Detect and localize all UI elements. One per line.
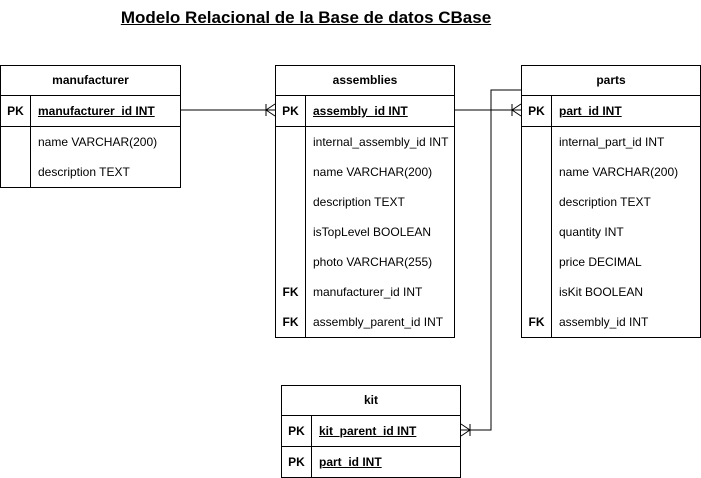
key-label: FK <box>276 277 306 307</box>
key-label: PK <box>1 96 31 126</box>
key-label <box>522 217 552 247</box>
field-row[interactable]: internal_assembly_id INT <box>276 127 454 157</box>
key-label <box>1 157 31 187</box>
field-row[interactable]: description TEXT <box>522 187 700 217</box>
table-assemblies[interactable]: assemblies PK assembly_id INT internal_a… <box>275 65 455 338</box>
crowfoot-kit <box>460 423 471 437</box>
field-row[interactable]: FK assembly_parent_id INT <box>276 307 454 337</box>
field-row[interactable]: description TEXT <box>276 187 454 217</box>
field-row[interactable]: description TEXT <box>1 157 180 187</box>
pk-row[interactable]: PK part_id INT <box>522 96 700 127</box>
pk-row[interactable]: PK part_id INT <box>282 447 460 477</box>
key-label <box>276 127 306 157</box>
key-label: PK <box>522 96 552 126</box>
field-name: quantity INT <box>559 225 624 239</box>
crowfoot-parts <box>511 103 522 117</box>
table-name: parts <box>522 66 700 96</box>
field-name: description TEXT <box>313 195 405 209</box>
field-row[interactable]: name VARCHAR(200) <box>276 157 454 187</box>
field-row[interactable]: photo VARCHAR(255) <box>276 247 454 277</box>
field-name: assembly_id INT <box>313 104 408 118</box>
field-name: kit_parent_id INT <box>319 424 417 438</box>
table-name: assemblies <box>276 66 454 96</box>
field-name: assembly_parent_id INT <box>313 315 444 329</box>
key-label <box>276 217 306 247</box>
table-parts[interactable]: parts PK part_id INT internal_part_id IN… <box>521 65 701 338</box>
field-row[interactable]: name VARCHAR(200) <box>522 157 700 187</box>
key-label <box>522 247 552 277</box>
diagram-title: Modelo Relacional de la Base de datos CB… <box>120 8 492 27</box>
field-row[interactable]: quantity INT <box>522 217 700 247</box>
key-label: PK <box>276 96 306 126</box>
field-name: isTopLevel BOOLEAN <box>313 225 432 239</box>
field-name: part_id INT <box>559 104 622 118</box>
key-label <box>522 187 552 217</box>
field-name: internal_assembly_id INT <box>313 135 449 149</box>
key-label <box>276 187 306 217</box>
pk-row[interactable]: PK manufacturer_id INT <box>1 96 180 127</box>
key-label: FK <box>522 307 552 337</box>
field-row[interactable]: internal_part_id INT <box>522 127 700 157</box>
field-name: assembly_id INT <box>559 315 649 329</box>
table-name: manufacturer <box>1 66 180 96</box>
crowfoot-assemblies <box>265 103 276 117</box>
field-name: photo VARCHAR(255) <box>313 255 433 269</box>
key-label <box>276 157 306 187</box>
pk-row[interactable]: PK assembly_id INT <box>276 96 454 127</box>
pk-row[interactable]: PK kit_parent_id INT <box>282 416 460 447</box>
field-name: price DECIMAL <box>559 255 642 269</box>
key-label <box>276 247 306 277</box>
field-row[interactable]: name VARCHAR(200) <box>1 127 180 157</box>
table-manufacturer[interactable]: manufacturer PK manufacturer_id INT name… <box>0 65 181 188</box>
field-row[interactable]: FK manufacturer_id INT <box>276 277 454 307</box>
field-name: manufacturer_id INT <box>38 104 155 118</box>
field-name: manufacturer_id INT <box>313 285 423 299</box>
field-name: description TEXT <box>38 165 130 179</box>
field-row[interactable]: FK assembly_id INT <box>522 307 700 337</box>
table-kit[interactable]: kit PK kit_parent_id INT PK part_id INT <box>281 385 461 478</box>
field-row[interactable]: isTopLevel BOOLEAN <box>276 217 454 247</box>
field-name: name VARCHAR(200) <box>38 135 158 149</box>
field-row[interactable]: price DECIMAL <box>522 247 700 277</box>
field-name: name VARCHAR(200) <box>313 165 433 179</box>
field-row[interactable]: isKit BOOLEAN <box>522 277 700 307</box>
key-label: FK <box>276 307 306 337</box>
table-name: kit <box>282 386 460 416</box>
field-name: isKit BOOLEAN <box>559 285 644 299</box>
key-label <box>522 277 552 307</box>
field-name: internal_part_id INT <box>559 135 665 149</box>
field-name: name VARCHAR(200) <box>559 165 679 179</box>
key-label <box>1 127 31 157</box>
key-label: PK <box>282 447 312 477</box>
key-label <box>522 127 552 157</box>
field-name: description TEXT <box>559 195 651 209</box>
field-name: part_id INT <box>319 455 382 469</box>
key-label <box>522 157 552 187</box>
relation-parts-kit <box>461 89 521 431</box>
key-label: PK <box>282 416 312 446</box>
